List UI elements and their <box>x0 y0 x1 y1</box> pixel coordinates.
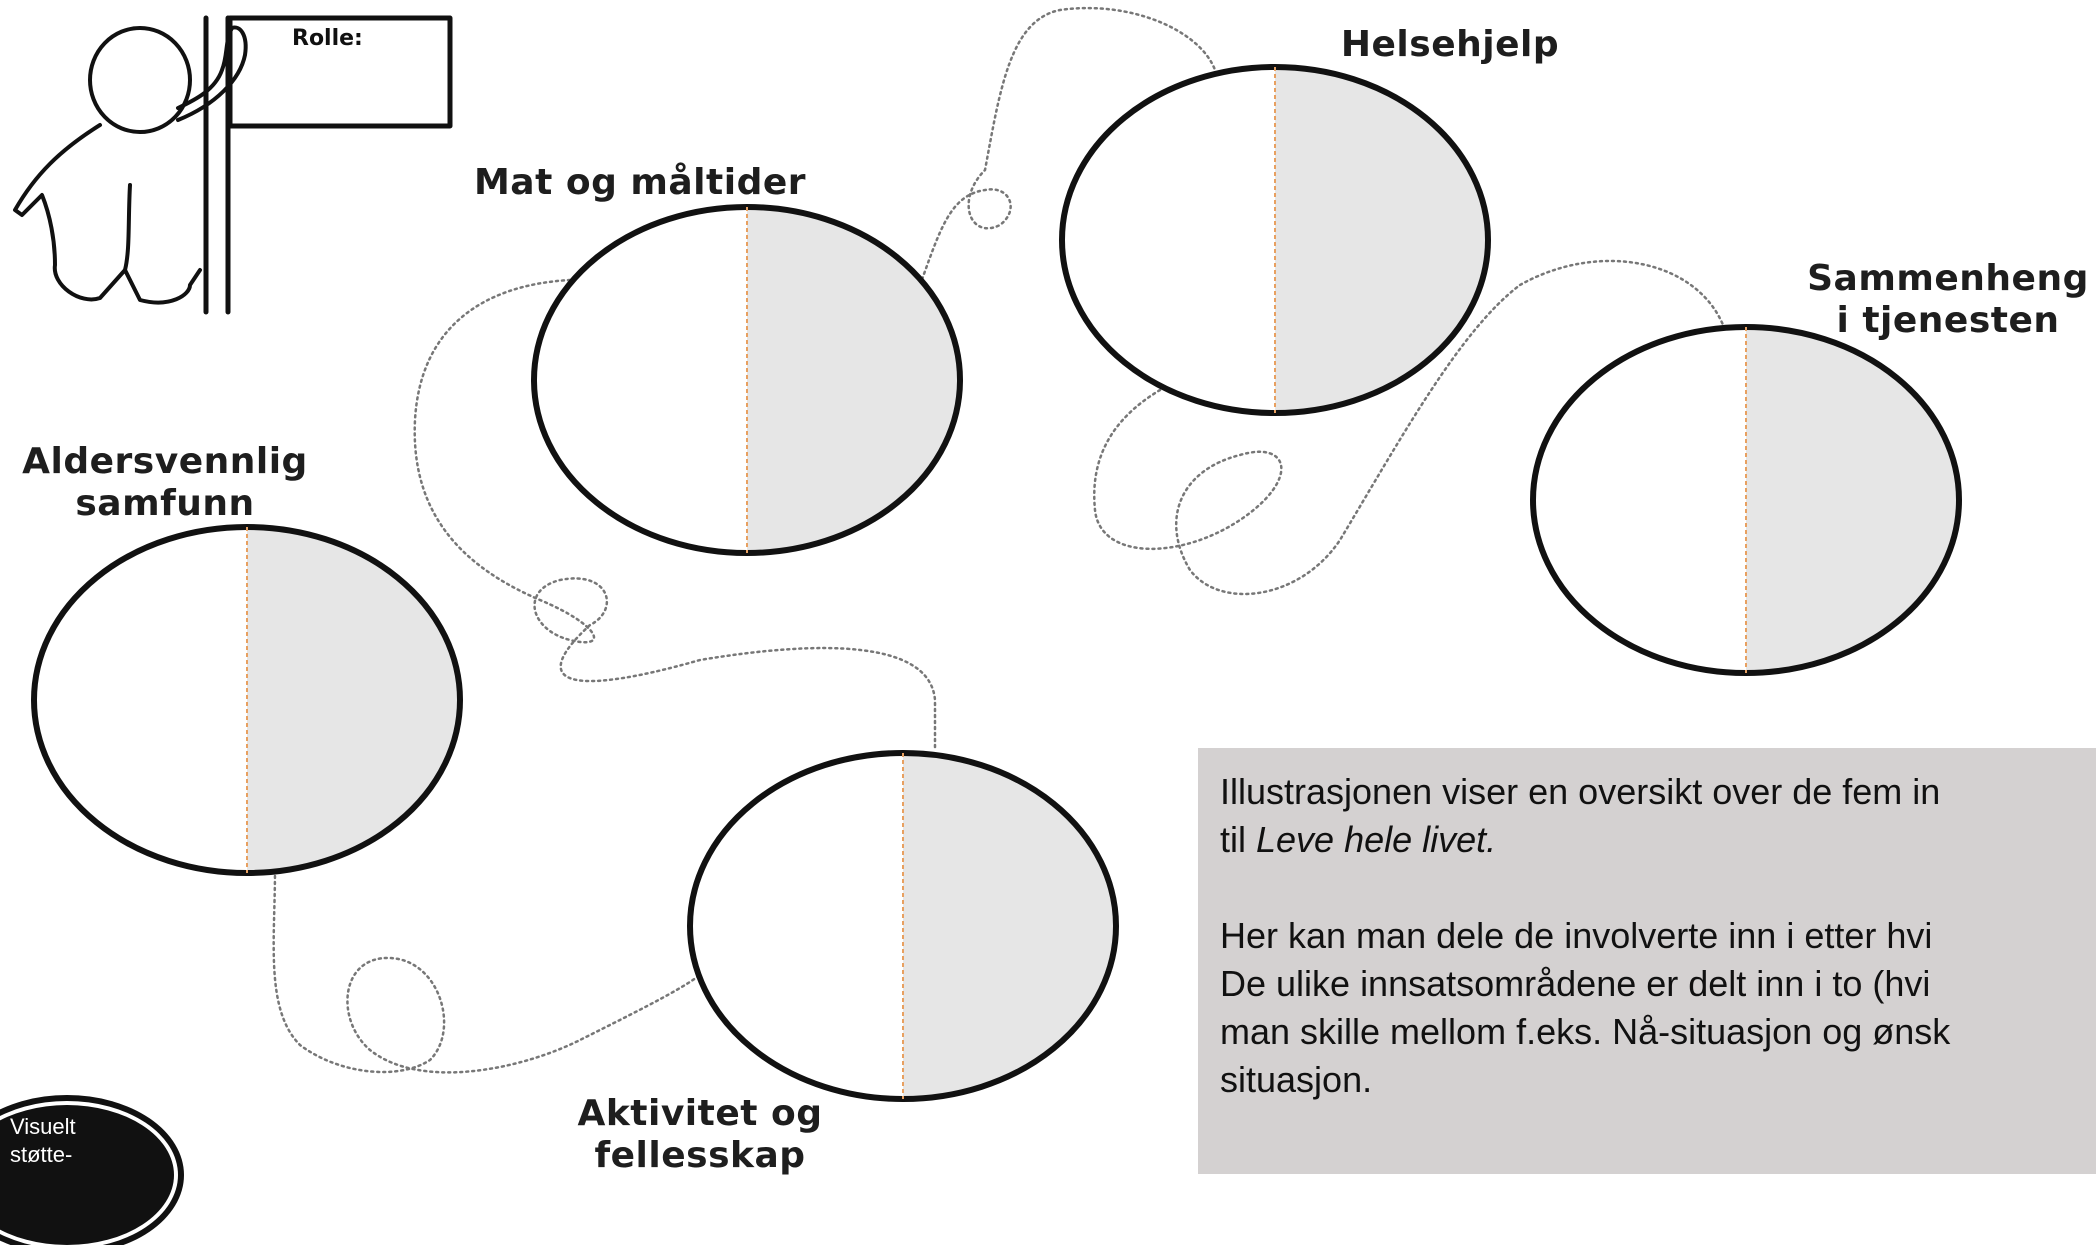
person-body <box>15 125 200 302</box>
badge-line2: støtte- <box>10 1141 76 1169</box>
area-label-aktivitet-line1: Aktivitet og <box>550 1093 850 1135</box>
area-label-mat-line1: Mat og måltider <box>470 162 810 204</box>
area-label-sammenheng: Sammenheng i tjenesten <box>1798 258 2096 342</box>
area-label-sammenheng-line2: i tjenesten <box>1798 300 2096 342</box>
description-text: til <box>1220 819 1256 860</box>
area-label-alders-line1: Aldersvennlig <box>0 441 330 483</box>
description-line: Her kan man dele de involverte inn i ett… <box>1220 912 2096 960</box>
description-line: situasjon. <box>1220 1056 2096 1104</box>
area-label-alders-line2: samfunn <box>0 483 330 525</box>
description-line: man skille mellom f.eks. Nå-situasjon og… <box>1220 1008 2096 1056</box>
area-label-helse-line1: Helsehjelp <box>1300 24 1600 66</box>
badge-line1: Visuelt <box>10 1113 76 1141</box>
role-label: Rolle: <box>292 26 363 51</box>
description-italic-title: Leve hele livet. <box>1256 819 1496 860</box>
person-head <box>90 28 190 132</box>
area-circle-mat <box>534 207 960 553</box>
area-circle-sammenheng <box>1533 327 1959 673</box>
badge-text: Visuelt støtte- <box>10 1113 76 1169</box>
area-label-mat: Mat og måltider <box>470 162 810 204</box>
area-label-aktivitet: Aktivitet og fellesskap <box>550 1093 850 1177</box>
area-label-helse: Helsehjelp <box>1300 24 1600 66</box>
person-with-sign-illustration <box>15 18 450 312</box>
area-circle-helse <box>1062 67 1488 413</box>
area-circle-alders <box>34 527 460 873</box>
description-line: De ulike innsatsområdene er delt inn i t… <box>1220 960 2096 1008</box>
description-line: Illustrasjonen viser en oversikt over de… <box>1220 768 2096 816</box>
connector-mat-helse <box>920 8 1215 285</box>
description-panel: Illustrasjonen viser en oversikt over de… <box>1198 748 2096 1174</box>
area-circle-aktivitet <box>690 753 1116 1099</box>
connector-alders-aktivitet <box>274 870 700 1072</box>
description-line: til Leve hele livet. <box>1220 816 2096 864</box>
area-label-alders: Aldersvennlig samfunn <box>0 441 330 525</box>
area-label-aktivitet-line2: fellesskap <box>550 1135 850 1177</box>
area-label-sammenheng-line1: Sammenheng <box>1798 258 2096 300</box>
